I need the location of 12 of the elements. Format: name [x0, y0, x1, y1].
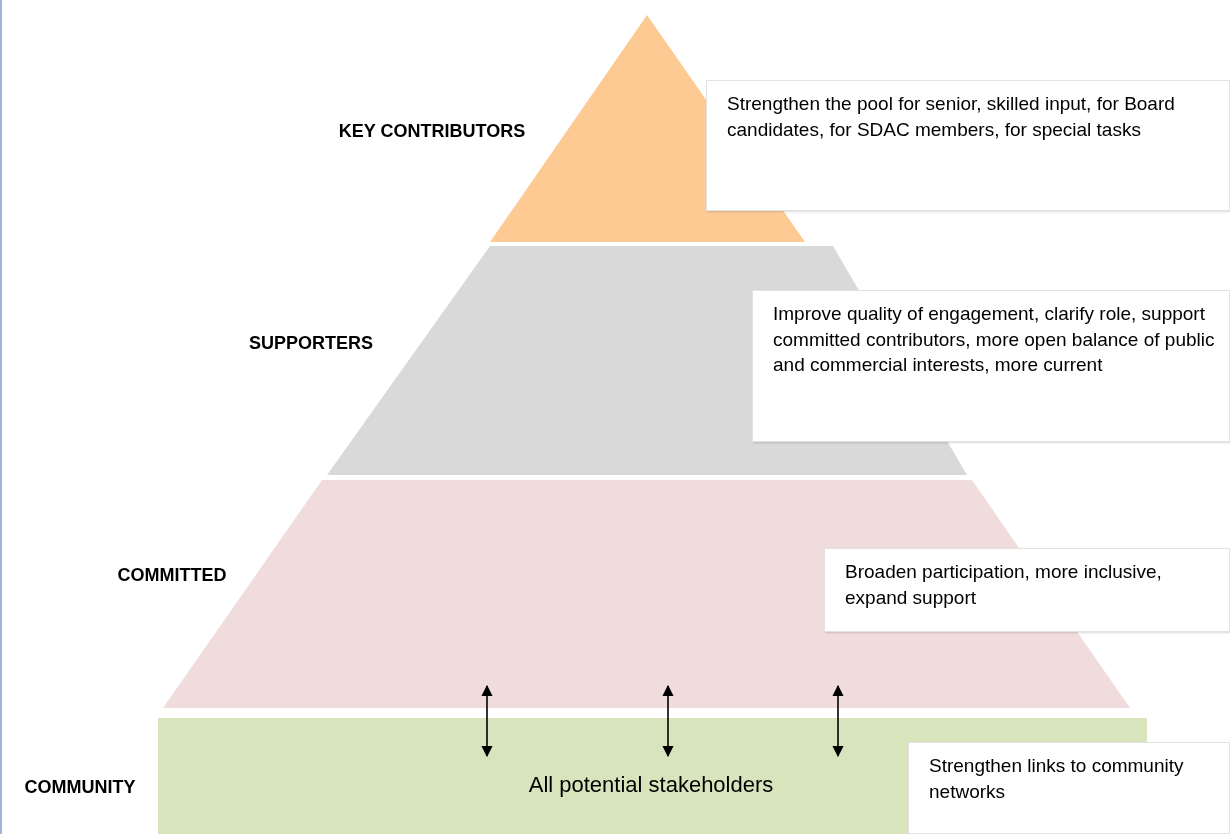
tier-label: COMMITTED: [117, 564, 227, 586]
tier-label: SUPPORTERS: [249, 332, 373, 354]
double-arrow: [832, 684, 844, 758]
tier-text: All potential stakeholders: [528, 772, 774, 798]
note-box: Strengthen links to community networks: [908, 742, 1230, 834]
double-arrow: [662, 684, 674, 758]
note-box: Improve quality of engagement, clarify role, support committed contributors, more open balance of public and commercial interests, more current: [752, 290, 1230, 442]
note-box: Broaden participation, more inclusive, expand support: [824, 548, 1230, 632]
note-box: Strengthen the pool for senior, skilled input, for Board candidates, for SDAC members, for special tasks: [706, 80, 1230, 211]
double-arrow: [481, 684, 493, 758]
tier-label: COMMUNITY: [24, 776, 136, 798]
tier-label: KEY CONTRIBUTORS: [338, 120, 526, 142]
